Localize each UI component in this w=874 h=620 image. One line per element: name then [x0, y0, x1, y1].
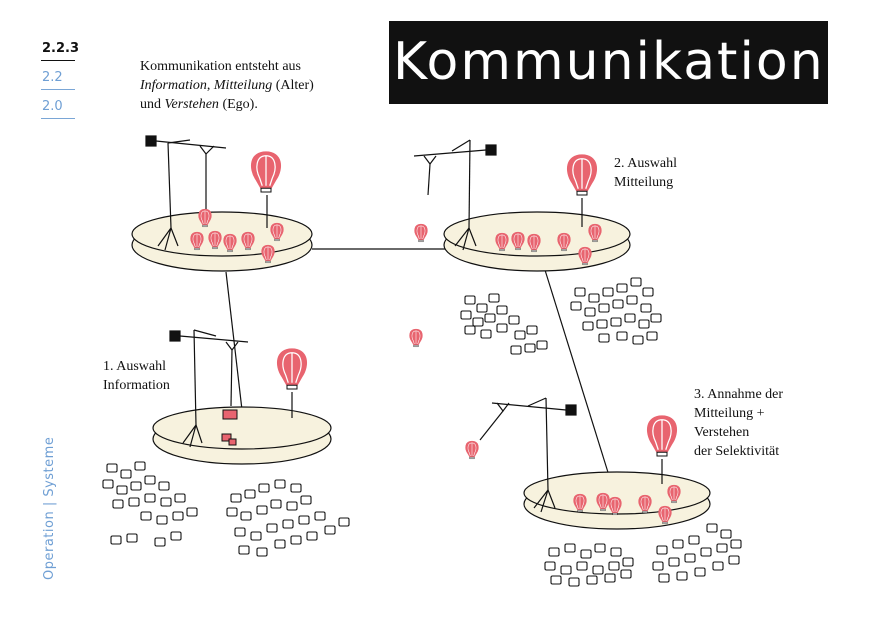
camera-crane-icon	[169, 329, 249, 448]
disc-alter	[131, 211, 313, 272]
label-step-1-line2: Information	[103, 378, 170, 393]
camera-crane-icon	[479, 397, 577, 513]
label-step-2: 2. Auswahl Mitteilung	[614, 154, 677, 192]
nav-item-chapter[interactable]: 2.0	[41, 96, 75, 119]
label-step-3-line3: Verstehen	[694, 425, 750, 440]
intro-prefix: Kommunikation entsteht aus	[140, 59, 301, 74]
balloon-icon	[409, 328, 479, 460]
camera-crane-icon	[413, 139, 497, 251]
camera-crane-icon	[145, 135, 227, 251]
speech-bubble-cluster-icon	[652, 523, 742, 583]
intro-sep: ,	[206, 78, 214, 93]
section-nav: 2.2.3 2.2 2.0	[41, 38, 79, 119]
disc-information	[152, 406, 332, 465]
speech-bubble-cluster-icon	[102, 461, 198, 547]
label-step-3-line2: Mitteilung +	[694, 406, 765, 421]
label-step-1: 1. Auswahl Information	[103, 357, 170, 395]
speech-bubble-cluster-icon	[570, 277, 662, 345]
intro-term-mitteilung: Mitteilung	[213, 78, 273, 93]
information-items	[221, 409, 238, 446]
label-step-2-line2: Mitteilung	[614, 175, 674, 190]
balloon-icon	[276, 348, 308, 418]
balloon-icon	[646, 415, 678, 484]
page-title: Kommunikation	[389, 21, 828, 104]
label-step-3-line1: 3. Annahme der	[694, 387, 784, 402]
intro-term-information: Information	[140, 78, 207, 93]
label-step-2-line1: 2. Auswahl	[614, 156, 677, 171]
intro-term-verstehen: Verstehen	[164, 97, 219, 112]
label-step-3-line4: der Selektivität	[694, 444, 780, 459]
speech-bubble-cluster-icon	[226, 479, 350, 557]
nav-item-parent[interactable]: 2.2	[41, 67, 75, 90]
balloon-icon	[566, 154, 598, 227]
balloon-icon	[250, 151, 282, 228]
nav-item-current[interactable]: 2.2.3	[41, 38, 79, 61]
speech-bubble-cluster-icon	[460, 293, 548, 355]
intro-alter: (Alter)	[272, 78, 314, 93]
label-step-3: 3. Annahme der Mitteilung + Verstehen de…	[694, 385, 783, 461]
intro-und: und	[140, 97, 165, 112]
intro-ego: (Ego).	[218, 97, 258, 112]
speech-bubble-cluster-icon	[544, 543, 634, 587]
label-step-1-line1: 1. Auswahl	[103, 359, 166, 374]
intro-text: Kommunikation entsteht aus Information, …	[140, 57, 380, 114]
